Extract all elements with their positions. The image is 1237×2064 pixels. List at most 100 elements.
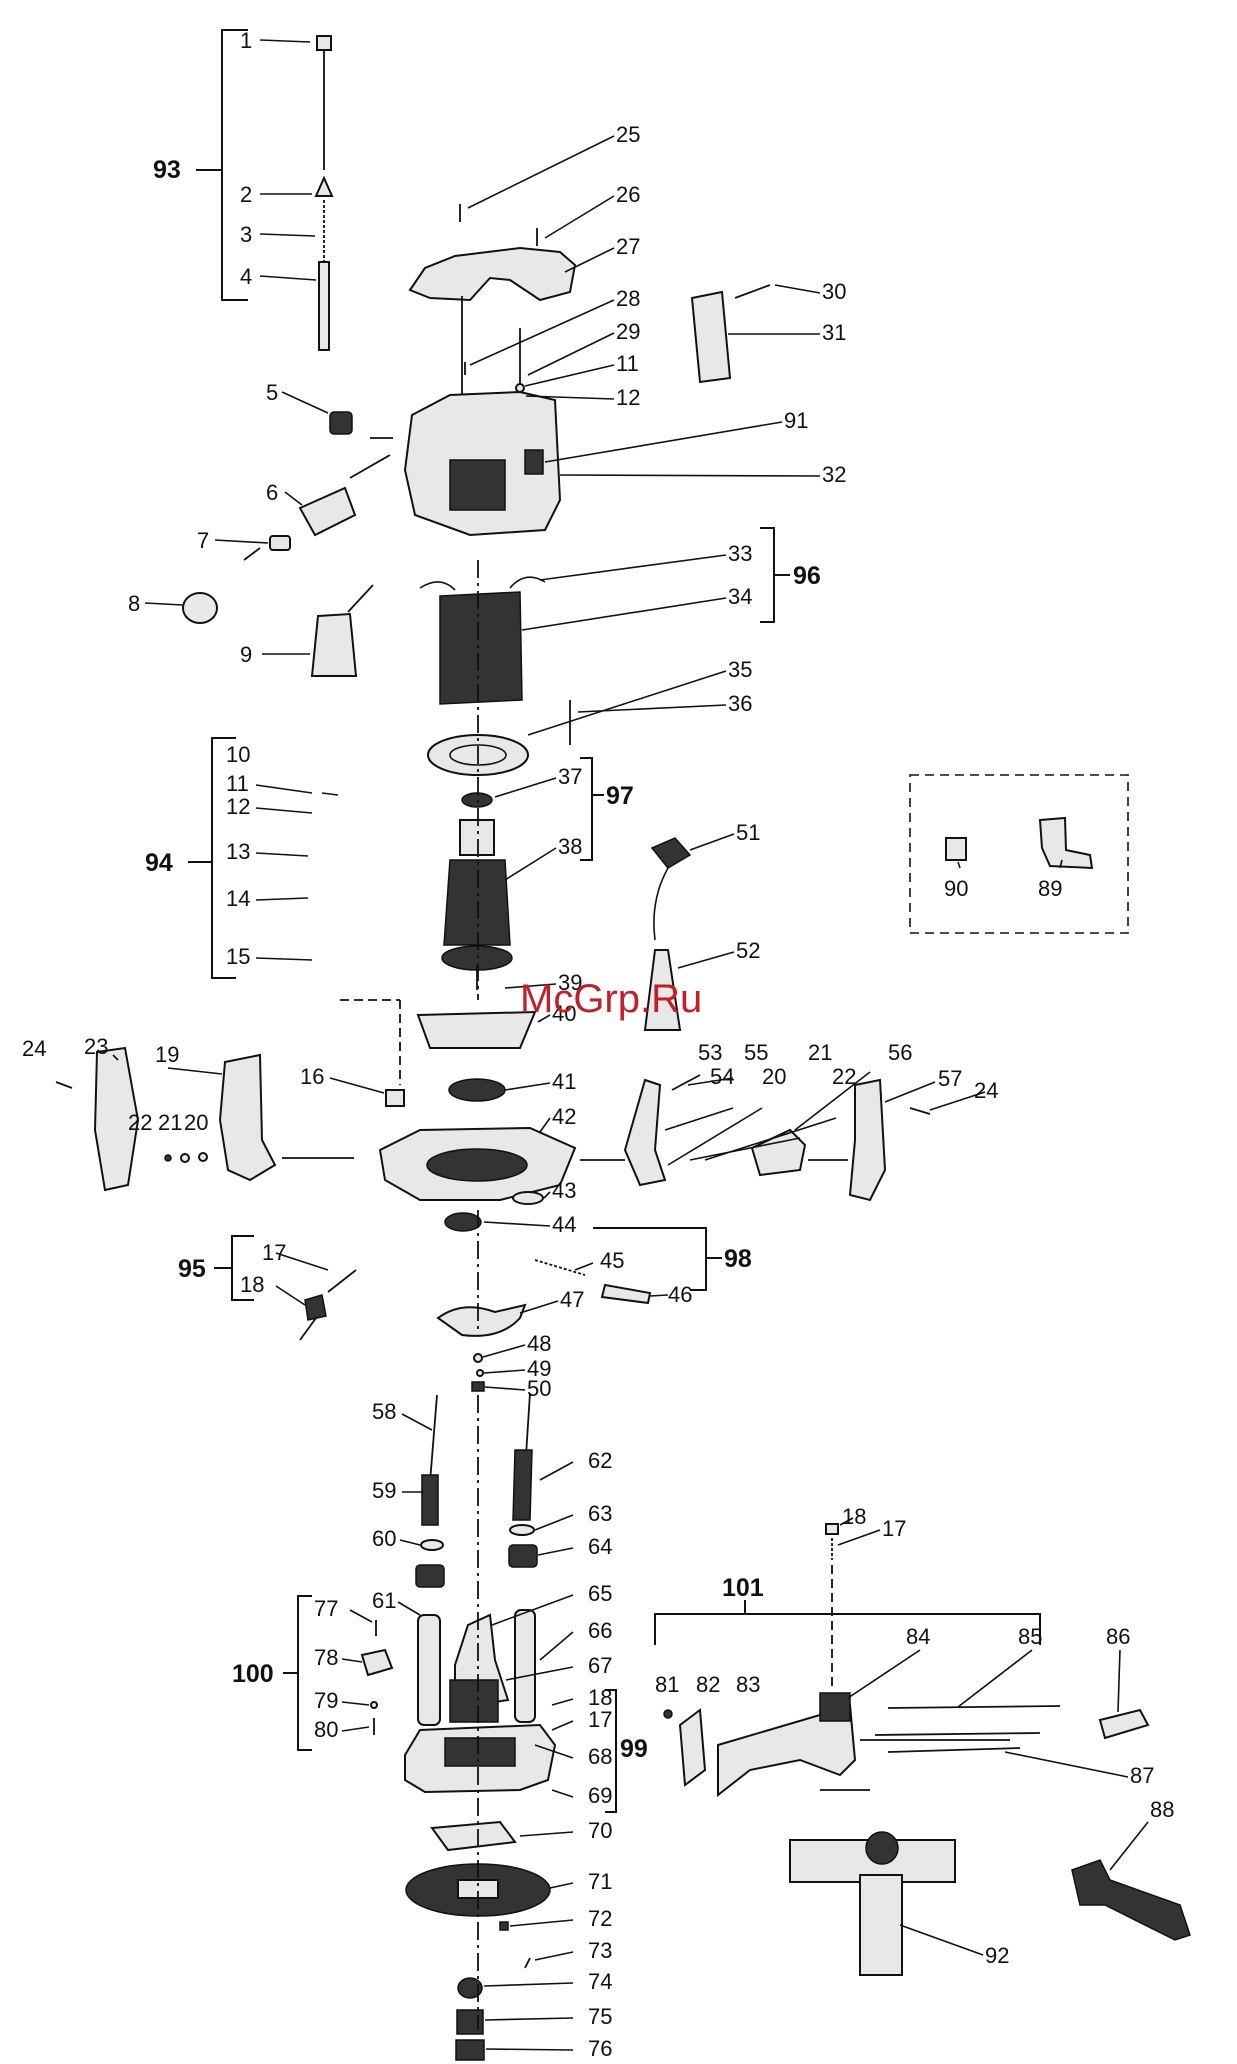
callout-42: 42 [552,1104,576,1129]
part-4-sleeve [318,261,330,351]
callout-79: 79 [314,1688,338,1713]
callout-77: 77 [314,1596,338,1621]
group-98: 98 [724,1245,752,1273]
callout-55: 55 [744,1040,768,1065]
callout-60: 60 [372,1526,396,1551]
callout-31: 31 [822,320,846,345]
leader-lines [112,39,1149,2051]
part-drawings [55,35,1191,2061]
callout-17: 17 [262,1240,286,1265]
callout-9: 9 [240,642,252,667]
part-85-rod-upper [887,1705,1061,1709]
callout-59: 59 [372,1478,396,1503]
callout-69: 69 [588,1783,612,1808]
callout-67: 67 [588,1653,612,1678]
part-9-shield [310,612,358,677]
part-57-right-handle [848,1078,887,1202]
callout-63: 63 [588,1501,612,1526]
callout-71: 71 [588,1869,612,1894]
part-32-window [449,459,506,511]
part-64-bushing-left [415,1564,445,1588]
callout-85: 85 [1018,1624,1042,1649]
part-75-collet [456,2009,484,2035]
part-86-wing-screw [1098,1708,1150,1740]
callout-17-guide: 17 [882,1516,906,1541]
callout-4: 4 [240,264,252,289]
part-70-sub-plate [430,1820,517,1852]
part-74-spring [457,1977,483,1999]
part-30-screw [734,284,771,299]
callout-28: 28 [616,286,640,311]
part-50-screw [471,1381,485,1392]
callout-84: 84 [906,1624,930,1649]
callout-58: 58 [372,1399,396,1424]
callout-13: 13 [226,839,250,864]
callout-30: 30 [822,279,846,304]
part-60-washer [420,1539,444,1551]
part-24-screw-left [55,1081,73,1089]
part-72-screw [499,1921,509,1931]
callout-36: 36 [728,691,752,716]
part-81-screw [663,1709,673,1719]
callout-81: 81 [655,1672,679,1697]
part-61-tube-right [514,1609,536,1723]
callout-32: 32 [822,462,846,487]
callout-89: 89 [1038,876,1062,901]
callout-66: 66 [588,1618,612,1643]
part-20-ring-left [198,1152,208,1162]
part-68-insert [444,1737,516,1767]
callout-12: 12 [226,794,250,819]
callout-16: 16 [300,1064,324,1089]
callout-56: 56 [888,1040,912,1065]
callout-70: 70 [588,1818,612,1843]
callout-14: 14 [226,886,250,911]
callout-38: 38 [558,834,582,859]
callout-17-base: 17 [588,1707,612,1732]
callout-8: 8 [128,591,140,616]
part-52-strain-relief [643,949,682,1031]
part-44-ring [444,1212,482,1232]
callout-44: 44 [552,1212,576,1237]
callout-22-left: 22 [128,1110,152,1135]
callout-18: 18 [240,1272,264,1297]
callout-18-guide: 18 [842,1504,866,1529]
callout-1: 1 [240,28,252,53]
part-87-rod [887,1747,1021,1753]
group-97: 97 [606,782,634,810]
callout-92: 92 [985,1943,1009,1968]
part-55-lever [623,1078,667,1187]
part-5-knob [329,411,353,435]
callout-21-left: 21 [158,1110,182,1135]
part-59-spring [421,1474,439,1526]
brush-inset-box [909,774,1129,934]
callout-43: 43 [552,1178,576,1203]
callout-87: 87 [1130,1763,1154,1788]
part-33-brush-clip [419,576,546,591]
callout-50: 50 [527,1376,551,1401]
part-1-cap [316,35,332,51]
callout-11: 11 [226,771,249,796]
callout-82: 82 [696,1672,720,1697]
part-51-plug [650,837,692,869]
callout-80: 80 [314,1717,338,1742]
part-53-pin [671,1074,701,1091]
callout-2: 2 [240,182,252,207]
callout-5: 5 [266,380,278,405]
callout-11-top: 11 [616,351,639,376]
part-92-stem [859,1874,903,1976]
callout-65: 65 [588,1581,612,1606]
callout-33: 33 [728,541,752,566]
part-31-label-plate [690,290,732,384]
part-88-spanner [1071,1859,1191,1941]
part-56-switch-block [750,1128,807,1177]
part-37-bearing [461,792,493,808]
callout-86: 86 [1106,1624,1130,1649]
part-18-wing-bolt [304,1294,327,1321]
callout-20-right: 20 [762,1064,786,1089]
group-96: 96 [793,562,821,590]
group-100: 100 [232,1660,274,1688]
callout-45: 45 [600,1248,624,1273]
callout-73: 73 [588,1938,612,1963]
part-41-bearing [448,1078,506,1102]
callout-40: 40 [552,1001,576,1026]
